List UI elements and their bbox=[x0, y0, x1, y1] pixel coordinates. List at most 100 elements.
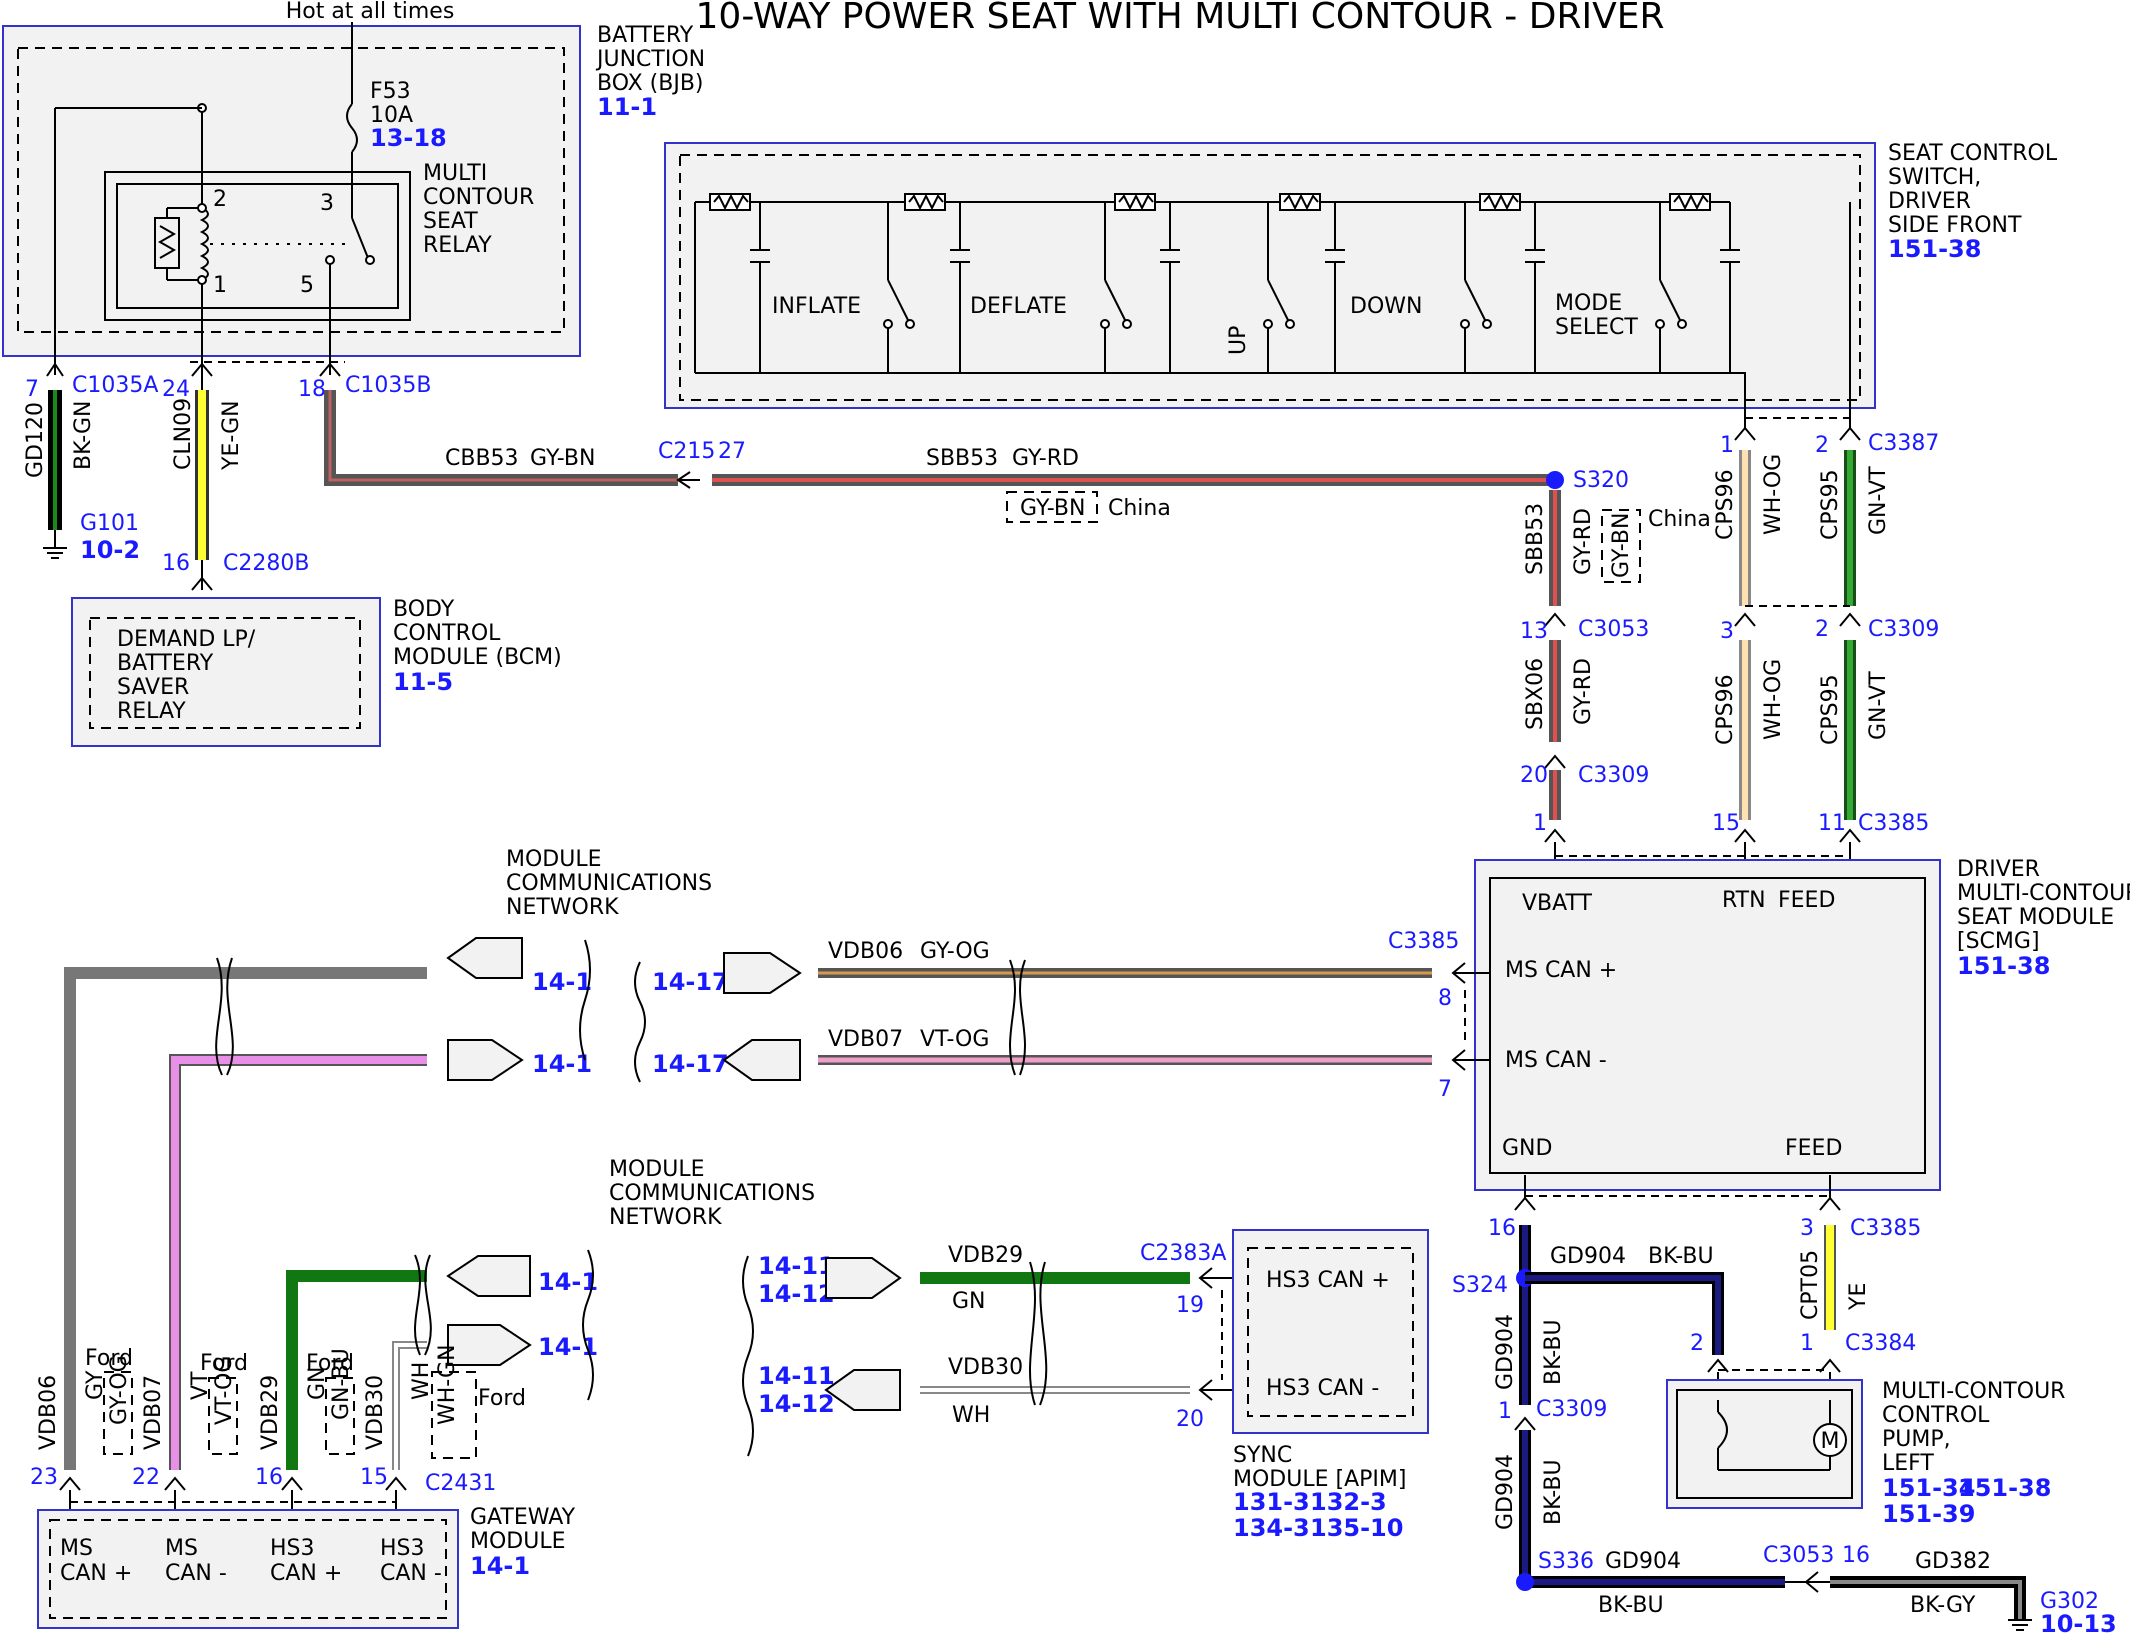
connector-c3385-c[interactable]: C3385 bbox=[1850, 1216, 1921, 1241]
wire-gd382-color: BK-GY bbox=[1910, 1593, 1976, 1618]
sync-name-2: MODULE [APIM] bbox=[1233, 1467, 1406, 1492]
gw-ref[interactable]: 14-1 bbox=[470, 1552, 530, 1580]
ref-14-11-b[interactable]: 14-11 bbox=[758, 1362, 835, 1390]
scmg-name-4: [SCMG] bbox=[1957, 929, 2040, 954]
connector-c3309-c[interactable]: C3309 bbox=[1536, 1397, 1607, 1422]
pump-ref-3[interactable]: 151-39 bbox=[1882, 1500, 1975, 1528]
bjb-name-3: BOX (BJB) bbox=[597, 71, 704, 96]
bjb-ref[interactable]: 11-1 bbox=[597, 93, 657, 121]
switch-contact bbox=[1100, 319, 1110, 329]
sync-ref-3[interactable]: 134-3 bbox=[1233, 1514, 1310, 1542]
connector-c3309-a[interactable]: C3309 bbox=[1868, 617, 1939, 642]
network-label-4: MODULE bbox=[609, 1157, 705, 1182]
pin-11: 11 bbox=[1818, 811, 1846, 836]
resistor-zigzag bbox=[908, 193, 944, 211]
ref-14-1-b[interactable]: 14-1 bbox=[532, 1050, 592, 1078]
ref-14-11-a[interactable]: 14-11 bbox=[758, 1252, 835, 1280]
bjb-name-2: JUNCTION bbox=[595, 47, 705, 72]
ground-feed-wires: 16 3 C3385 S324 GD904 BK-BU GD904 BK-BU … bbox=[1452, 1175, 2117, 1634]
ref-10-13[interactable]: 10-13 bbox=[2040, 1610, 2117, 1634]
connector-c3384[interactable]: C3384 bbox=[1845, 1331, 1916, 1356]
connector-c2431[interactable]: C2431 bbox=[425, 1471, 496, 1496]
gw-vdb07-id: VDB07 bbox=[141, 1375, 166, 1450]
pin-19: 19 bbox=[1176, 1293, 1204, 1318]
ref-14-12-b[interactable]: 14-12 bbox=[758, 1390, 835, 1418]
scmg-name-3: SEAT MODULE bbox=[1957, 905, 2114, 930]
ground-g302[interactable]: G302 bbox=[2040, 1589, 2099, 1614]
scmg-pin-feed2: FEED bbox=[1785, 1136, 1842, 1161]
connector-c215[interactable]: C215 bbox=[658, 439, 715, 464]
ground-g101[interactable]: G101 bbox=[80, 511, 139, 536]
connector-c1035b[interactable]: C1035B bbox=[345, 373, 431, 398]
ref-14-1-d[interactable]: 14-1 bbox=[538, 1333, 598, 1361]
ref-14-1-c[interactable]: 14-1 bbox=[538, 1268, 598, 1296]
pump-name-3: PUMP, bbox=[1882, 1427, 1951, 1452]
ref-14-17-a[interactable]: 14-17 bbox=[652, 968, 729, 996]
offpage-connector-7 bbox=[825, 1257, 902, 1299]
scmg-ref[interactable]: 151-38 bbox=[1957, 952, 2050, 980]
pump-ref-2[interactable]: 151-38 bbox=[1958, 1474, 2051, 1502]
seat-control-switch: SEAT CONTROL SWITCH, DRIVER SIDE FRONT 1… bbox=[664, 141, 2058, 420]
wire-vdb29-id: VDB29 bbox=[948, 1243, 1023, 1268]
connector-c3385-b[interactable]: C3385 bbox=[1388, 929, 1459, 954]
connector-c2280b[interactable]: C2280B bbox=[223, 551, 309, 576]
pin-2c: 2 bbox=[1690, 1331, 1704, 1356]
connector-c3385-a[interactable]: C3385 bbox=[1858, 811, 1929, 836]
wire-cps95-id-2: CPS95 bbox=[1818, 674, 1843, 745]
pin-1d: 1 bbox=[1800, 1331, 1814, 1356]
connector-c3053-b[interactable]: C3053 bbox=[1763, 1543, 1834, 1568]
splice-s336-label[interactable]: S336 bbox=[1538, 1549, 1594, 1574]
fuse-ref[interactable]: 13-18 bbox=[370, 124, 447, 152]
wire-sbx06-id: SBX06 bbox=[1523, 658, 1548, 730]
pin-16c: 16 bbox=[1488, 1216, 1516, 1241]
gateway-module: MS CAN + MS CAN - HS3 CAN + HS3 CAN - GA… bbox=[37, 1505, 576, 1629]
connector-c2383a[interactable]: C2383A bbox=[1140, 1241, 1226, 1266]
connector-c3309-b[interactable]: C3309 bbox=[1578, 763, 1649, 788]
multi-contour-pump: M MULTI-CONTOUR CONTROL PUMP, LEFT 151-3… bbox=[1666, 1379, 2065, 1528]
ref-14-12-a[interactable]: 14-12 bbox=[758, 1280, 835, 1308]
ref-14-1-a[interactable]: 14-1 bbox=[532, 968, 592, 996]
pin-7: 7 bbox=[25, 377, 39, 402]
relay-pin-5: 5 bbox=[300, 273, 314, 298]
wire-gd120-color: BK-GN bbox=[71, 401, 96, 470]
gw-pin-1a: MS bbox=[60, 1536, 93, 1561]
switch-ref[interactable]: 151-38 bbox=[1888, 235, 1981, 263]
ref-14-17-b[interactable]: 14-17 bbox=[652, 1050, 729, 1078]
wire-gd904-color-h2: BK-BU bbox=[1598, 1593, 1664, 1618]
relay-name-3: SEAT bbox=[423, 209, 478, 234]
china-label-v: China bbox=[1648, 507, 1711, 532]
splice-s320-label[interactable]: S320 bbox=[1573, 468, 1629, 493]
switch-name-2: SWITCH, bbox=[1888, 165, 1981, 190]
wire-gd904-color-h: BK-BU bbox=[1648, 1244, 1714, 1269]
sync-ref-1[interactable]: 131-3 bbox=[1233, 1488, 1310, 1516]
wire-sbb53-id: SBB53 bbox=[926, 446, 998, 471]
relay-name-1: MULTI bbox=[423, 161, 487, 186]
network-label-1: MODULE bbox=[506, 847, 602, 872]
china-label: China bbox=[1108, 496, 1171, 521]
wire-vdb06-color: GY-OG bbox=[920, 939, 990, 964]
pump-ref-1[interactable]: 151-34 bbox=[1882, 1474, 1975, 1502]
connector-c3387[interactable]: C3387 bbox=[1868, 431, 1939, 456]
connector-c3053[interactable]: C3053 bbox=[1578, 617, 1649, 642]
wire-cpt05-color: YE bbox=[1846, 1283, 1871, 1311]
bcm-ref[interactable]: 11-5 bbox=[393, 668, 453, 696]
pin-1: 1 bbox=[1720, 433, 1734, 458]
wire-cln09-id: CLN09 bbox=[171, 398, 196, 470]
scmg-pin-mscan-minus: MS CAN - bbox=[1505, 1048, 1607, 1073]
pin-16b: 16 bbox=[255, 1465, 283, 1490]
page-title: 10-WAY POWER SEAT WITH MULTI CONTOUR - D… bbox=[696, 0, 1665, 37]
connector-c1035a[interactable]: C1035A bbox=[72, 373, 158, 398]
wire-vdb06-id: VDB06 bbox=[828, 939, 903, 964]
gw-vdb07-vtog: VT-OG bbox=[212, 1356, 237, 1425]
sync-ref-2[interactable]: 132-3 bbox=[1310, 1488, 1387, 1516]
switch-up: UP bbox=[1226, 326, 1251, 355]
splice-s324-label[interactable]: S324 bbox=[1452, 1273, 1508, 1298]
network-label-2: COMMUNICATIONS bbox=[506, 871, 712, 896]
gw-vdb06-id: VDB06 bbox=[36, 1375, 61, 1450]
switch-contact bbox=[883, 319, 893, 329]
sync-ref-4[interactable]: 135-10 bbox=[1310, 1514, 1403, 1542]
switch-mode: MODE bbox=[1555, 291, 1622, 316]
ref-10-2[interactable]: 10-2 bbox=[80, 536, 140, 564]
switch-select: SELECT bbox=[1555, 315, 1638, 340]
wire-vdb30-id: VDB30 bbox=[948, 1355, 1023, 1380]
